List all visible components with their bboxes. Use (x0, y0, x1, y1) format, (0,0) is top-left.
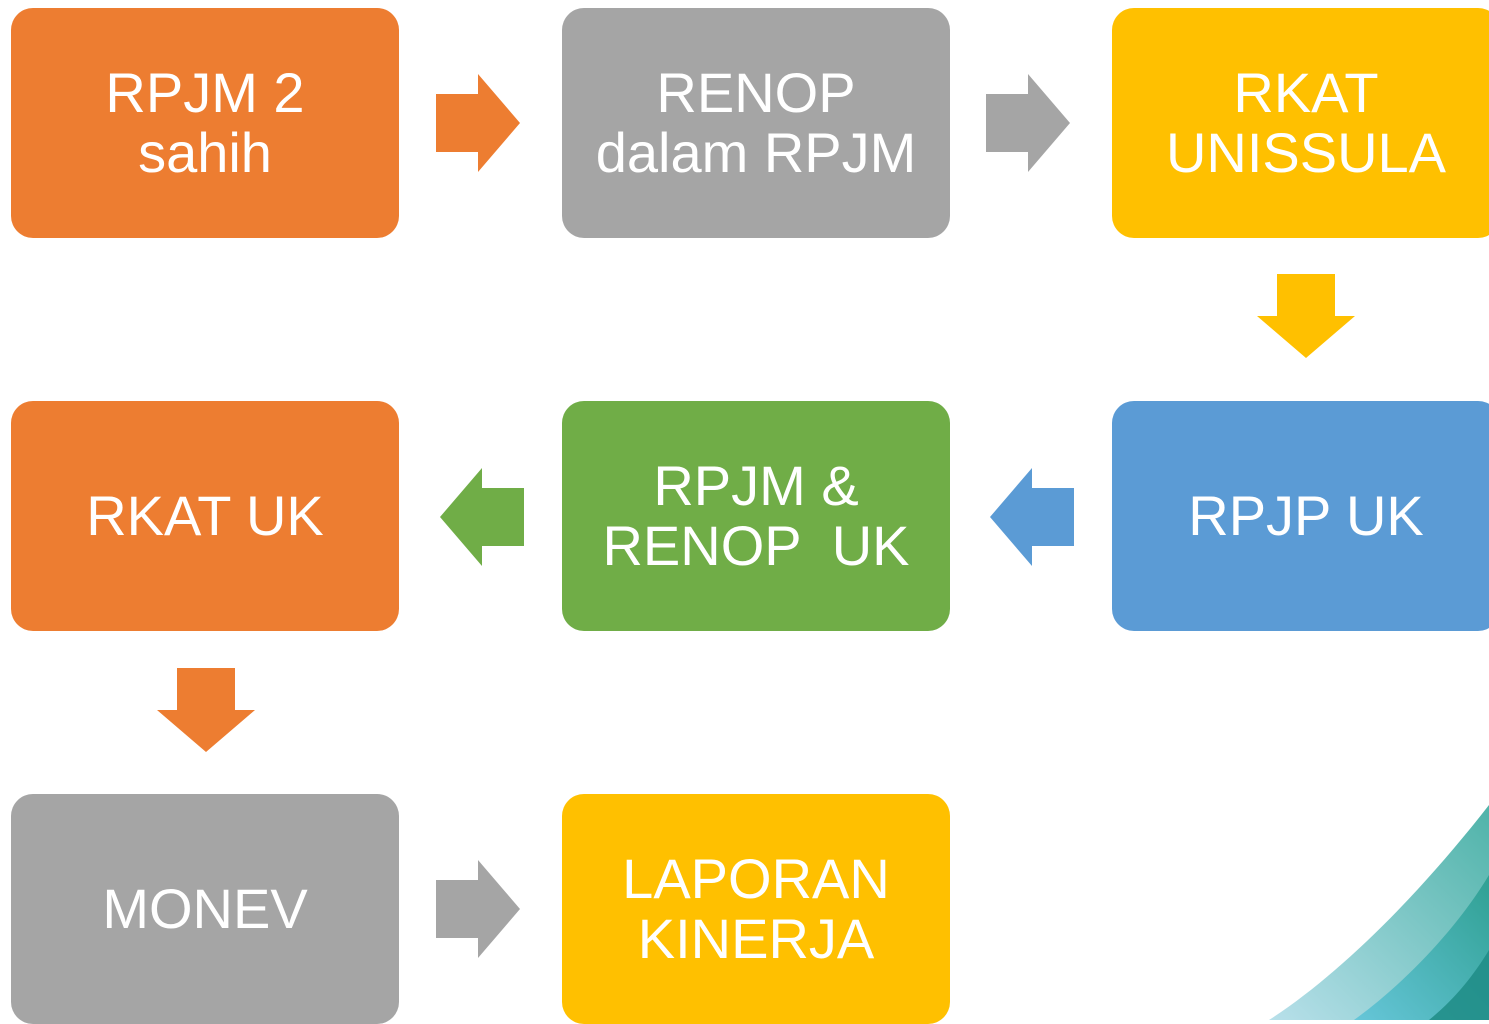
arrow-left-icon (990, 468, 1074, 566)
arrow-right-icon (986, 74, 1070, 172)
step-label-line1: RPJM 2 (105, 61, 305, 124)
arrow-right-icon (436, 74, 520, 172)
step-label-line2: dalam RPJM (595, 121, 917, 184)
step-label-line1: RKAT (1233, 61, 1379, 124)
step-label-line1: RKAT UK (86, 484, 324, 547)
step-rpjp-uk: RPJP UK (1112, 401, 1489, 631)
decorative-corner-swoosh (1269, 805, 1489, 1020)
step-rkat-unissula: RKAT UNISSULA (1112, 8, 1489, 238)
arrow-down-icon (157, 668, 255, 752)
step-rpjm-renop-uk: RPJM & RENOP UK (562, 401, 950, 631)
step-rkat-uk: RKAT UK (11, 401, 399, 631)
arrow-down-icon (1257, 274, 1355, 358)
step-renop-dalam-rpjm: RENOP dalam RPJM (562, 8, 950, 238)
step-label-line1: MONEV (102, 877, 308, 940)
step-label-line2: RENOP UK (602, 514, 910, 577)
step-label-line2: UNISSULA (1165, 121, 1447, 184)
step-label-line1: LAPORAN (622, 847, 890, 910)
step-label-line2: sahih (138, 121, 272, 184)
step-label-line1: RENOP (656, 61, 856, 124)
step-label-line1: RPJP UK (1188, 484, 1424, 547)
step-rpjm-2-sahih: RPJM 2 sahih (11, 8, 399, 238)
arrow-right-icon (436, 860, 520, 958)
arrow-left-icon (440, 468, 524, 566)
step-label-line1: RPJM & (653, 454, 859, 517)
step-monev: MONEV (11, 794, 399, 1024)
step-laporan-kinerja: LAPORAN KINERJA (562, 794, 950, 1024)
step-label-line2: KINERJA (637, 907, 875, 970)
